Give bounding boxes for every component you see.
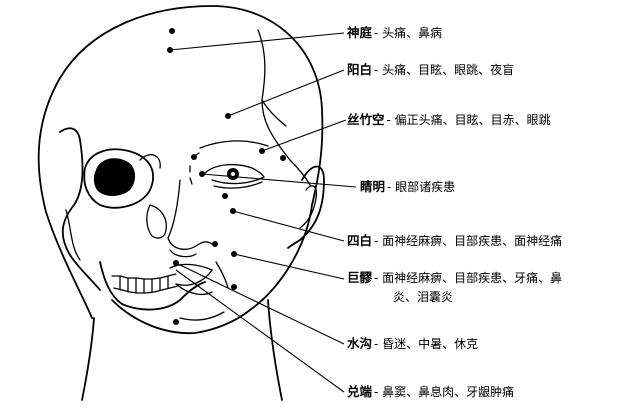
leader-lines <box>169 32 357 393</box>
orbit-shadow <box>93 158 136 196</box>
leader-sizhukong <box>261 119 347 152</box>
neck-right <box>267 299 283 401</box>
label-sizhukong: 丝竹空- 偏正头痛、目眩、目赤、眼跳 <box>347 112 551 127</box>
label-jingming: 睛明- 眼部诸疾患 <box>360 179 455 194</box>
leader-sibai <box>232 210 345 242</box>
teeth-upper <box>111 273 177 280</box>
label-sibai: 四白- 面神经麻痹、目部疾患、面神经痛 <box>347 233 562 248</box>
marker-under-eye <box>222 193 228 199</box>
teeth-lower <box>113 285 179 294</box>
nasal-cavity <box>146 204 168 239</box>
face-illustration <box>37 5 325 401</box>
orbit <box>83 148 154 209</box>
label-juliao: 巨髎- 面神经麻痹、目部疾患、牙痛、鼻 <box>347 270 562 285</box>
eyebrow <box>199 140 269 149</box>
leader-yangbai <box>227 69 345 117</box>
eye <box>204 163 265 185</box>
head-outline <box>37 5 324 334</box>
hairline <box>257 29 311 186</box>
label-shenting: 神庭- 头痛、鼻病 <box>347 25 442 40</box>
acupoint-labels: 神庭- 头痛、鼻病 阳白- 头痛、目眩、眼跳、夜盲 丝竹空- 偏正头痛、目眩、目… <box>347 25 562 399</box>
marker-temple <box>280 155 286 161</box>
neck-left <box>81 317 95 401</box>
label-juliao-cont: 炎、泪囊炎 <box>393 289 453 304</box>
leader-shenting <box>169 32 345 51</box>
ear-right <box>287 165 325 249</box>
label-shuigou: 水沟- 昏迷、中暑、休克 <box>347 336 478 351</box>
leader-duiduan <box>175 269 345 393</box>
marker-chin <box>173 319 179 325</box>
label-duiduan: 兑端- 鼻窦、鼻息肉、牙龈肿痛 <box>347 384 514 399</box>
leader-juliao <box>233 253 345 280</box>
label-yangbai: 阳白- 头痛、目眩、眼跳、夜盲 <box>347 62 514 77</box>
lips <box>169 263 213 286</box>
marker-brow-inner <box>191 154 197 160</box>
nose <box>167 179 213 250</box>
marker-cheek <box>231 284 237 290</box>
skull-contour <box>59 127 101 291</box>
marker-nose-side <box>212 241 218 247</box>
marker-shenting-crown <box>169 28 175 34</box>
leader-jingming <box>201 173 357 188</box>
leader-shuigou <box>175 262 345 345</box>
skull-jaw <box>99 261 206 311</box>
